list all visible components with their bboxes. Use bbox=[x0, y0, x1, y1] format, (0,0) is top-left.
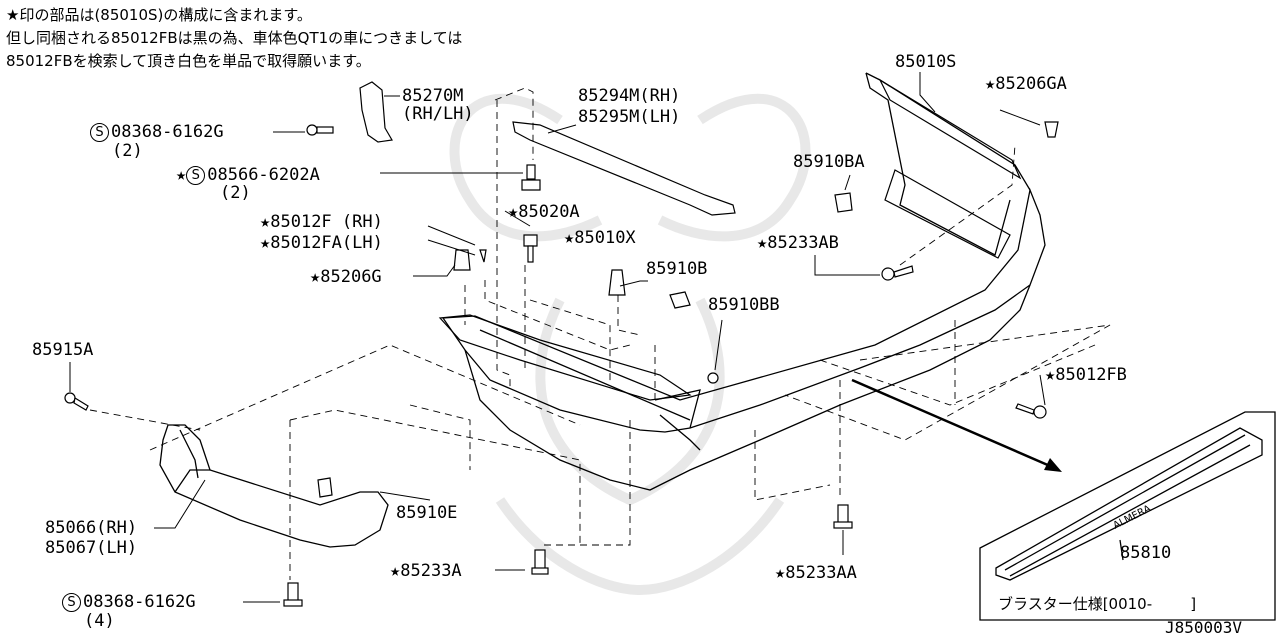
label-85206GA[interactable]: ★85206GA bbox=[985, 75, 1067, 93]
part-number: 85012FA(LH) bbox=[270, 233, 383, 253]
label-85270M-side: (RH/LH) bbox=[402, 105, 474, 123]
part-number: 85295M(LH) bbox=[578, 107, 681, 127]
part-qty: (2) bbox=[112, 141, 143, 161]
part-number: 85010S bbox=[895, 52, 957, 72]
label-85206G[interactable]: ★85206G bbox=[310, 268, 382, 286]
part-number: 85233A bbox=[400, 561, 462, 581]
label-08368-bottom-qty: (4) bbox=[84, 612, 115, 630]
part-number: 08368-6162G bbox=[83, 592, 196, 612]
label-85295M[interactable]: 85295M(LH) bbox=[578, 108, 680, 126]
screw-symbol-icon: S bbox=[90, 123, 109, 142]
label-85910B[interactable]: 85910B bbox=[646, 260, 707, 278]
detail-arrow bbox=[851, 378, 1062, 472]
leader-lines bbox=[69, 72, 1046, 603]
part-number: 85910E bbox=[396, 503, 458, 523]
star-icon: ★ bbox=[390, 561, 401, 581]
inset-box bbox=[979, 411, 1276, 621]
label-08566-qty: (2) bbox=[220, 184, 251, 202]
inset-caption: ブラスター仕様[0010- ] bbox=[998, 595, 1196, 613]
star-icon: ★ bbox=[508, 202, 519, 222]
label-85020A[interactable]: ★85020A bbox=[508, 203, 580, 221]
part-number: 85910B bbox=[646, 259, 708, 279]
star-icon: ★ bbox=[1045, 365, 1056, 385]
caption-text: ブラスター仕様[0010- ] bbox=[998, 595, 1197, 613]
label-85910E[interactable]: 85910E bbox=[396, 504, 457, 522]
bumper-fascia bbox=[441, 72, 1046, 491]
star-icon: ★ bbox=[985, 74, 996, 94]
lower-valance bbox=[159, 424, 389, 548]
screw-symbol-icon: S bbox=[186, 166, 206, 185]
label-85910BB[interactable]: 85910BB bbox=[708, 296, 780, 314]
note-line-3: 85012FBを検索して頂き白色を単品で取得願います。 bbox=[6, 52, 371, 70]
part-number: 85020A bbox=[518, 202, 580, 222]
part-number: 85810 bbox=[1120, 543, 1172, 563]
label-85294M[interactable]: 85294M(RH) bbox=[578, 87, 680, 105]
part-qty: (2) bbox=[220, 183, 251, 203]
part-number: 85206GA bbox=[995, 74, 1067, 94]
screw-symbol-icon: S bbox=[62, 593, 81, 612]
part-number: 85910BB bbox=[708, 295, 780, 315]
part-number: 08566-6202A bbox=[207, 165, 320, 185]
star-icon: ★ bbox=[260, 233, 271, 253]
part-number: 85010X bbox=[574, 228, 636, 248]
note-line-1: ★印の部品は(85010S)の構成に含まれます。 bbox=[6, 6, 312, 24]
label-85067[interactable]: 85067(LH) bbox=[45, 539, 137, 557]
label-85233AB[interactable]: ★85233AB bbox=[757, 234, 839, 252]
star-icon: ★ bbox=[176, 165, 187, 185]
label-85233AA[interactable]: ★85233AA bbox=[775, 564, 857, 582]
mount-bracket bbox=[438, 314, 692, 401]
watermark-emblem bbox=[449, 93, 811, 596]
part-number: 85206G bbox=[320, 267, 382, 287]
part-number: 85233AB bbox=[767, 233, 839, 253]
fasteners bbox=[64, 121, 1059, 607]
part-number: 85270M bbox=[402, 86, 464, 106]
label-85012F[interactable]: ★85012F (RH) bbox=[260, 213, 383, 231]
star-icon: ★ bbox=[260, 212, 271, 232]
part-number: 85012F (RH) bbox=[270, 212, 383, 232]
label-85010S[interactable]: 85010S bbox=[895, 53, 956, 71]
part-qty: (4) bbox=[84, 611, 115, 631]
part-number: 85294M(RH) bbox=[578, 86, 681, 106]
star-icon: ★ bbox=[310, 267, 321, 287]
part-number: 85012FB bbox=[1055, 365, 1127, 385]
part-number: 85910BA bbox=[793, 152, 865, 172]
note-line-2: 但し同梱される85012FBは黒の為、車体色QT1の車につきましては bbox=[6, 29, 463, 47]
star-icon: ★ bbox=[757, 233, 768, 253]
part-number: 08368-6162G bbox=[111, 122, 224, 142]
label-85910BA[interactable]: 85910BA bbox=[793, 153, 865, 171]
part-number: 85915A bbox=[32, 340, 94, 360]
part-number: 85067(LH) bbox=[45, 538, 138, 558]
star-icon: ★ bbox=[775, 563, 786, 583]
guide-lines bbox=[89, 87, 1111, 580]
label-85012FA[interactable]: ★85012FA(LH) bbox=[260, 234, 383, 252]
label-85270M[interactable]: 85270M bbox=[402, 87, 463, 105]
label-85010X[interactable]: ★85010X bbox=[564, 229, 636, 247]
part-side: (RH/LH) bbox=[402, 104, 474, 124]
label-85066[interactable]: 85066(RH) bbox=[45, 519, 137, 537]
star-icon: ★ bbox=[564, 228, 575, 248]
part-number: 85066(RH) bbox=[45, 518, 138, 538]
retainer-rail bbox=[512, 121, 736, 216]
label-85012FB[interactable]: ★85012FB bbox=[1045, 366, 1127, 384]
diagram-code: J850003V bbox=[1165, 618, 1243, 637]
side-bracket bbox=[359, 81, 393, 143]
part-number: 85233AA bbox=[785, 563, 857, 583]
label-08368-top-qty: (2) bbox=[112, 142, 143, 160]
label-85233A[interactable]: ★85233A bbox=[390, 562, 462, 580]
label-85915A[interactable]: 85915A bbox=[32, 341, 93, 359]
label-85810[interactable]: 85810 bbox=[1120, 544, 1171, 562]
